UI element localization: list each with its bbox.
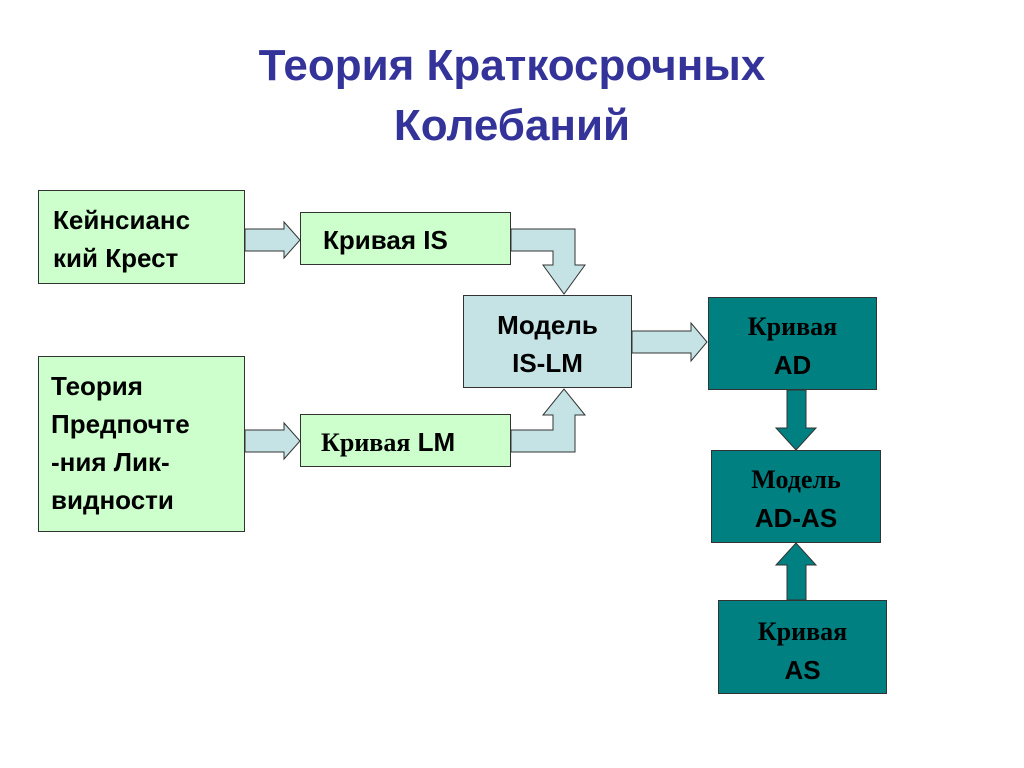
as-curve-line-1: Кривая: [757, 617, 848, 646]
arrow-liquidity-to-lm: [244, 421, 301, 461]
title-line-1: Теория Краткосрочных: [258, 41, 766, 90]
ad-curve-line-1: Кривая: [747, 312, 838, 341]
ad-curve-box: Кривая AD: [708, 297, 877, 390]
is-curve-label: Кривая IS: [323, 225, 448, 255]
liquidity-preference-line-2: Предпочте: [51, 409, 190, 439]
ad-curve-line-2: AD: [773, 350, 812, 380]
liquidity-preference-line-1: Теория: [51, 371, 143, 401]
page-title: Теория Краткосрочных Колебаний: [0, 36, 1024, 156]
as-curve-line-2: AS: [784, 655, 821, 685]
is-lm-model-box: Модель IS-LM: [463, 295, 632, 388]
keynesian-cross-line-1: Кейнсианс: [53, 205, 191, 235]
arrow-is-to-islm: [510, 228, 586, 295]
arrow-as-to-adas: [774, 542, 818, 601]
liquidity-preference-box: Теория Предпочте -ния Лик- видности: [38, 356, 245, 532]
ad-as-model-line-1: Модель: [751, 465, 841, 494]
lm-curve-box: Кривая LM: [300, 414, 511, 467]
keynesian-cross-line-2: кий Крест: [53, 243, 179, 273]
ad-as-model-line-2: AD-AS: [754, 503, 838, 533]
lm-curve-code: LM: [417, 427, 456, 457]
title-line-2: Колебаний: [393, 101, 631, 150]
is-curve-box: Кривая IS: [300, 212, 511, 265]
is-lm-model-line-2: IS-LM: [512, 348, 583, 378]
arrow-islm-to-ad: [631, 321, 708, 363]
is-lm-model-line-1: Модель: [497, 310, 598, 340]
lm-curve-word: Кривая: [321, 428, 411, 457]
liquidity-preference-line-3: -ния Лик-: [51, 447, 170, 477]
keynesian-cross-box: Кейнсианс кий Крест: [38, 190, 245, 284]
arrow-keynesian-to-is: [244, 220, 301, 260]
arrow-lm-to-islm: [510, 388, 587, 453]
as-curve-box: Кривая AS: [718, 600, 887, 694]
arrow-ad-to-adas: [774, 389, 818, 451]
liquidity-preference-line-4: видности: [51, 485, 174, 515]
ad-as-model-box: Модель AD-AS: [711, 450, 881, 543]
